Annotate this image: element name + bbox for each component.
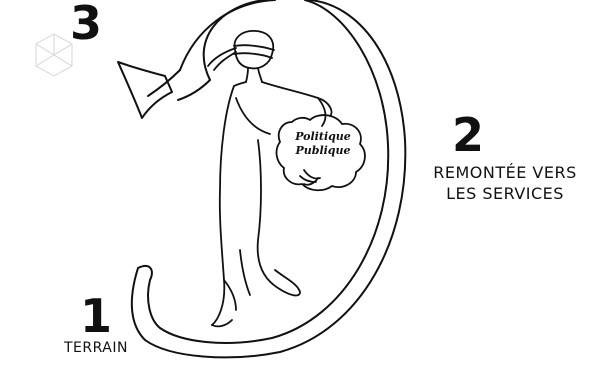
step-3-number: 3: [70, 0, 102, 46]
bag-label-line1: Politique: [288, 130, 358, 144]
bag-label: Politique Publique: [288, 130, 358, 158]
step-2-label-line2: LES SERVICES: [420, 183, 590, 204]
bag-label-line2: Publique: [288, 144, 358, 158]
step-1-label: TERRAIN: [64, 340, 128, 356]
hexagon-logo-icon: [36, 34, 72, 76]
step-2-label: REMONTÉE VERS LES SERVICES: [420, 162, 590, 204]
step-1-number: 1: [80, 293, 112, 339]
step-2-number: 2: [452, 112, 484, 158]
step-2-label-line1: REMONTÉE VERS: [420, 162, 590, 183]
